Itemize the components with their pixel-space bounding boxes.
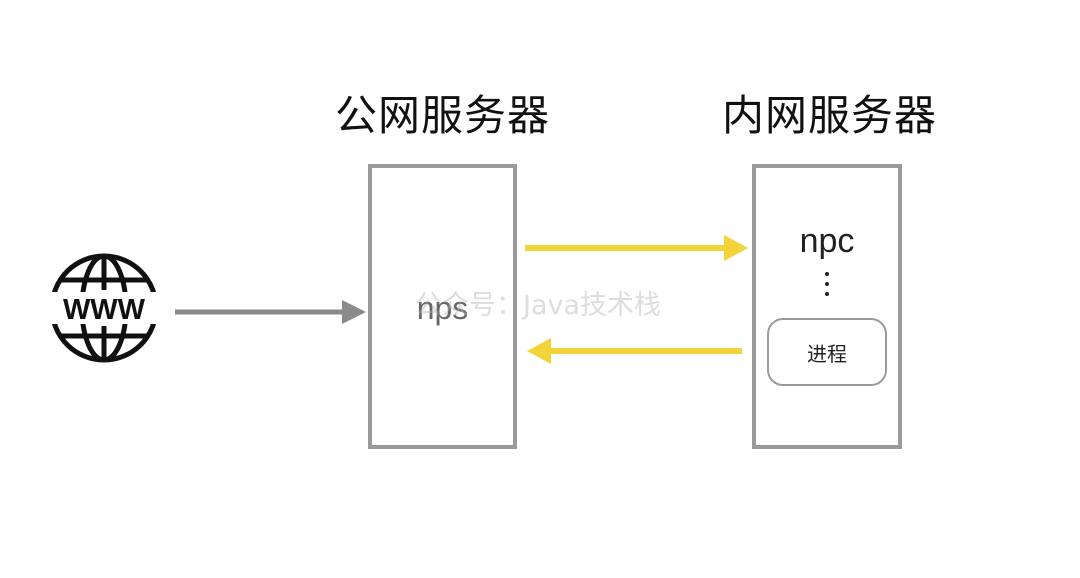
npc-to-nps-arrow <box>527 338 742 364</box>
nps-to-npc-arrow <box>525 235 748 261</box>
globe-icon: WWW <box>44 253 164 363</box>
vertical-ellipsis-icon <box>756 272 898 296</box>
intranet-server-box: npc 进程 <box>752 164 902 449</box>
process-label: 进程 <box>807 341 847 366</box>
www-text: WWW <box>63 294 146 326</box>
intranet-server-title: 内网服务器 <box>722 91 938 140</box>
process-box: 进程 <box>767 318 887 386</box>
public-server-title: 公网服务器 <box>335 91 551 140</box>
nps-label: nps <box>416 290 469 326</box>
npc-label: npc <box>799 222 855 260</box>
internet-to-nps-arrow <box>175 300 366 324</box>
public-server-box: nps <box>368 164 517 449</box>
